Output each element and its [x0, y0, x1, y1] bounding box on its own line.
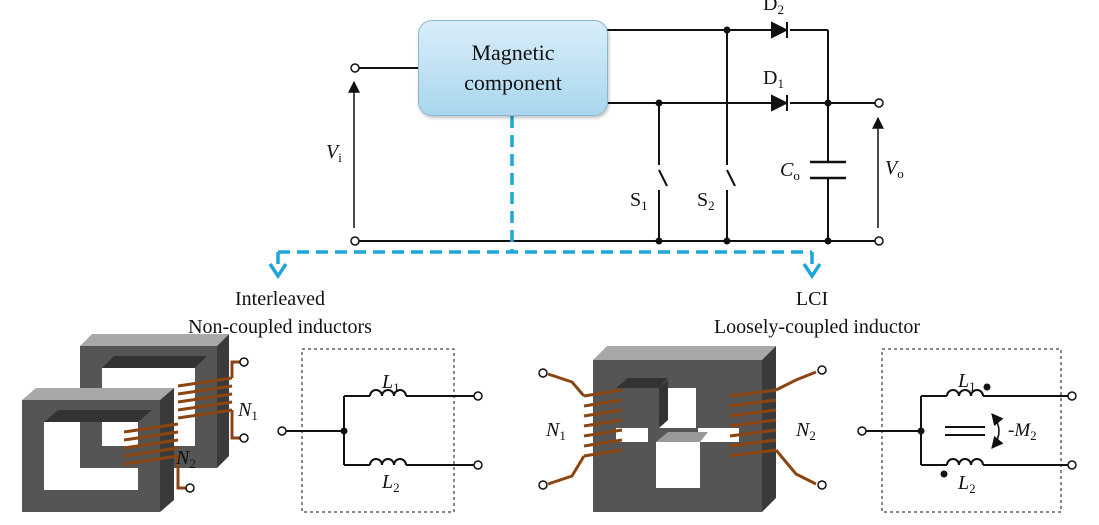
dot-markers	[940, 383, 991, 478]
left-schematic	[286, 389, 474, 466]
left-n1-main: N	[238, 399, 252, 421]
right-n1-sub: 1	[559, 428, 566, 443]
right-schematic-junction	[917, 427, 925, 435]
vo-label: Vo	[885, 158, 904, 180]
left-l1-sub: 1	[393, 380, 400, 395]
dashed-link	[276, 116, 814, 270]
magnetic-component-line2: component	[464, 70, 562, 95]
vo-sub: o	[897, 166, 904, 181]
left-n2-label: N2	[176, 448, 196, 470]
terminals	[350, 63, 884, 246]
right-m2-prefix: -M	[1008, 420, 1031, 441]
junction-dots	[655, 26, 832, 245]
right-l1-label: L1	[958, 371, 976, 393]
left-schematic-terminals	[277, 391, 483, 470]
right-n2-main: N	[796, 419, 810, 441]
left-l2-main: L	[382, 471, 394, 493]
left-winding-n2	[123, 422, 186, 490]
left-n1-sub: 1	[251, 408, 258, 423]
right-n1-main: N	[546, 419, 560, 441]
d2-main: D	[763, 0, 778, 15]
left-caption-line1: Interleaved	[235, 288, 325, 310]
diode-d2	[771, 21, 789, 39]
right-m2-sub: 2	[1030, 428, 1037, 443]
left-n2-sub: 2	[189, 456, 196, 471]
s1-main: S	[630, 189, 642, 211]
right-l1-sub: 1	[969, 379, 976, 394]
co-main: C	[780, 159, 794, 181]
magnetic-component-line1: Magnetic	[471, 40, 555, 65]
d2-label: D2	[763, 0, 784, 16]
mutual-arc	[991, 413, 1004, 449]
lci-winding-n1	[547, 372, 623, 486]
s1-sub: 1	[641, 198, 648, 213]
right-caption-line1: LCI	[795, 288, 829, 310]
d2-sub: 2	[777, 2, 784, 17]
right-arrow-down	[802, 263, 822, 280]
right-n2-sub: 2	[809, 428, 816, 443]
s2-label: S2	[697, 190, 715, 212]
vi-main: V	[326, 141, 339, 163]
s1-blade	[658, 169, 668, 187]
magnetic-component-box: Magnetic component	[418, 20, 608, 116]
left-core-back	[80, 334, 229, 468]
right-schematic-terminals	[857, 391, 1077, 470]
s1-label: S1	[630, 190, 648, 212]
s2-blade	[726, 169, 736, 187]
vo-main: V	[885, 157, 898, 179]
s2-sub: 2	[708, 198, 715, 213]
lci-winding-n2	[729, 370, 817, 486]
lci-core	[593, 346, 776, 512]
vi-sub: i	[338, 150, 342, 165]
dashed-arrowheads	[268, 263, 822, 280]
s2-main: S	[697, 189, 709, 211]
capacitor-co	[810, 160, 846, 180]
left-core-terminals	[185, 357, 249, 493]
right-n2-label: N2	[796, 420, 816, 442]
left-n1-label: N1	[238, 400, 258, 422]
co-label: Co	[780, 160, 800, 182]
left-arrow-down	[268, 263, 288, 280]
right-l2-label: L2	[958, 473, 976, 495]
d1-sub: 1	[777, 76, 784, 91]
left-l2-sub: 2	[393, 480, 400, 495]
d1-label: D1	[763, 68, 784, 90]
right-m2-label: -M2	[1008, 421, 1037, 442]
d1-main: D	[763, 67, 778, 89]
diode-d1	[771, 94, 789, 112]
left-l1-main: L	[382, 371, 394, 393]
left-caption-line2: Non-coupled inductors	[188, 316, 372, 338]
vi-label: Vi	[326, 142, 342, 164]
lci-core-terminals	[538, 365, 827, 490]
main-circuit	[359, 29, 875, 242]
right-l2-main: L	[958, 472, 970, 494]
left-schematic-junction	[340, 427, 348, 435]
left-n2-main: N	[176, 447, 190, 469]
right-n1-label: N1	[546, 420, 566, 442]
left-core-front	[22, 388, 174, 512]
coupling-bars	[945, 426, 985, 436]
left-l1-label: L1	[382, 372, 400, 394]
co-sub: o	[793, 168, 800, 183]
right-l1-main: L	[958, 370, 970, 392]
left-winding-n1	[177, 360, 240, 440]
right-schematic	[866, 389, 1068, 466]
right-caption-line2: Loosely-coupled inductor	[713, 316, 921, 338]
right-l2-sub: 2	[969, 481, 976, 496]
left-l2-label: L2	[382, 472, 400, 494]
